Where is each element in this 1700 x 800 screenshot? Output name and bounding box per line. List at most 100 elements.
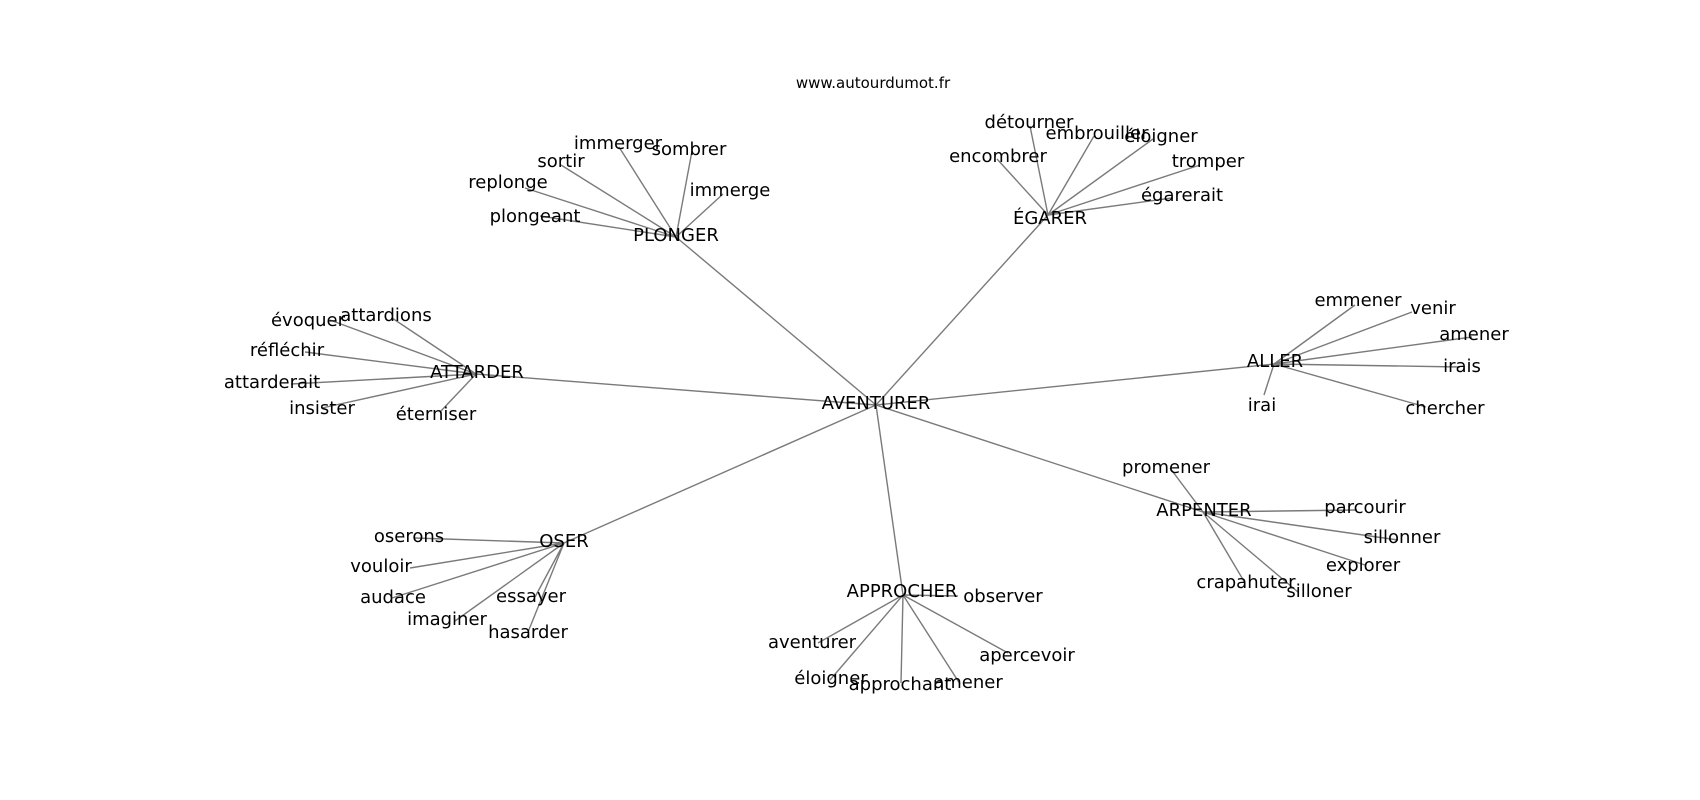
leaf-node-label[interactable]: imaginer (407, 609, 487, 630)
leaf-node-label[interactable]: tromper (1172, 151, 1245, 172)
leaf-node-label[interactable]: venir (1410, 298, 1456, 319)
leaf-node-label[interactable]: immerger (574, 133, 663, 154)
edge-hub-leaf (439, 373, 477, 413)
leaf-node-label[interactable]: irai (1248, 395, 1276, 416)
leaf-node-label[interactable]: amener (933, 672, 1003, 693)
edge-root-hub (563, 404, 877, 544)
hub-node-label[interactable]: APPROCHER (847, 581, 958, 602)
leaf-node-label[interactable]: approchant (849, 674, 952, 695)
leaf-node-label[interactable]: sortir (537, 151, 585, 172)
site-url[interactable]: www.autourdumot.fr (796, 74, 951, 92)
edge-hub-leaf (1273, 363, 1461, 368)
edge-root-hub (875, 363, 1275, 406)
edge-hub-leaf (1202, 511, 1366, 566)
leaf-node-label[interactable]: insister (289, 398, 355, 419)
edge-hub-leaf (527, 542, 565, 633)
leaf-node-label[interactable]: hasarder (488, 622, 568, 643)
edge-hub-leaf (902, 594, 959, 597)
leaf-node-label[interactable]: amener (1439, 324, 1509, 345)
leaf-node-label[interactable]: évoquer (271, 310, 346, 331)
edge-hub-leaf (1202, 511, 1299, 593)
leaf-node-label[interactable]: essayer (496, 586, 567, 607)
edge-hub-leaf (902, 594, 961, 685)
edge-hub-leaf (321, 373, 477, 409)
edge-hub-leaf (996, 158, 1049, 216)
edge-hub-leaf (829, 594, 904, 681)
leaf-node-label[interactable]: éterniser (396, 404, 477, 425)
leaf-node-label[interactable]: crapahuter (1196, 572, 1296, 593)
leaf-node-label[interactable]: sillonner (1364, 527, 1441, 548)
leaf-node-label[interactable]: attarderait (224, 372, 320, 393)
edge-hub-leaf (1202, 511, 1399, 541)
edge-hub-leaf (1273, 363, 1427, 408)
edge-hub-leaf (391, 317, 477, 375)
edge-root-hub (875, 214, 1049, 406)
leaf-node-label[interactable]: encombrer (949, 146, 1047, 167)
edge-hub-leaf (1047, 135, 1095, 216)
hub-node-label[interactable]: ALLER (1247, 351, 1303, 372)
leaf-node-label[interactable]: aventurer (768, 632, 857, 653)
edge-hub-leaf (1273, 311, 1413, 365)
edge-hub-leaf (1029, 125, 1049, 216)
hub-node-label[interactable]: ATTARDER (430, 362, 524, 383)
leaf-node-label[interactable]: observer (963, 586, 1043, 607)
edge-hub-leaf (1273, 304, 1356, 365)
leaf-node-label[interactable]: audace (360, 587, 426, 608)
hub-node-label[interactable]: ÉGARER (1013, 207, 1087, 229)
edge-hub-leaf (454, 542, 565, 622)
leaf-node-label[interactable]: réfléchir (250, 340, 325, 361)
leaf-node-label[interactable]: attardions (340, 305, 432, 326)
leaf-node-label[interactable]: explorer (1326, 555, 1401, 576)
edge-root-hub (875, 404, 904, 596)
edge-hub-leaf (1047, 197, 1173, 216)
leaf-node-label[interactable]: sombrer (652, 139, 727, 160)
edge-hub-leaf (817, 594, 904, 644)
edge-hub-leaf (675, 150, 693, 238)
edge-root-hub (475, 373, 877, 406)
edge-root-hub (875, 404, 1204, 513)
edge-hub-leaf (1273, 336, 1473, 365)
leaf-node-label[interactable]: oserons (374, 526, 444, 547)
edge-root-hub (675, 236, 877, 406)
hub-node-label[interactable]: PLONGER (633, 225, 719, 246)
hub-node-label[interactable]: OSER (539, 531, 588, 552)
edge-hub-leaf (1047, 138, 1154, 216)
edge-hub-leaf (1263, 363, 1275, 396)
edge-hub-leaf (902, 594, 1009, 654)
edge-hub-leaf (304, 351, 477, 375)
leaf-node-label[interactable]: immerge (690, 180, 771, 201)
leaf-node-label[interactable]: parcourir (1324, 497, 1406, 518)
root-node-label[interactable]: AVENTURER (822, 393, 931, 414)
edge-hub-leaf (900, 594, 904, 684)
edge-hub-leaf (1047, 164, 1201, 216)
edge-hub-leaf (524, 187, 677, 238)
edge-hub-leaf (534, 542, 565, 598)
leaf-node-label[interactable]: plongeant (490, 206, 581, 227)
edge-hub-leaf (1169, 467, 1204, 513)
edge-hub-leaf (409, 542, 565, 569)
edge-hub-leaf (1202, 509, 1358, 513)
leaf-node-label[interactable]: éloigner (1124, 126, 1198, 147)
leaf-node-label[interactable]: apercevoir (979, 645, 1075, 666)
leaf-node-label[interactable]: irais (1443, 356, 1481, 377)
leaf-node-label[interactable]: promener (1122, 457, 1211, 478)
edge-hub-leaf (560, 164, 677, 238)
leaf-node-label[interactable]: emmener (1314, 290, 1402, 311)
leaf-node-label[interactable]: chercher (1405, 398, 1485, 419)
leaf-node-label[interactable]: replonge (468, 172, 547, 193)
leaf-node-label[interactable]: détourner (985, 112, 1075, 133)
leaf-node-label[interactable]: silloner (1286, 581, 1352, 602)
leaf-node-label[interactable]: vouloir (350, 556, 412, 577)
edge-hub-leaf (414, 537, 565, 544)
leaf-node-label[interactable]: égarerait (1141, 185, 1223, 206)
leaf-node-label[interactable]: embrouiller (1046, 123, 1150, 144)
edge-hub-leaf (391, 542, 565, 599)
edge-hub-leaf (329, 319, 477, 375)
edge-hub-leaf (675, 193, 724, 238)
leaf-node-label[interactable]: éloigner (794, 668, 868, 689)
edge-hub-leaf (1202, 511, 1246, 584)
edge-hub-leaf (539, 215, 677, 238)
edge-hub-leaf (290, 373, 477, 385)
hub-node-label[interactable]: ARPENTER (1156, 500, 1251, 521)
